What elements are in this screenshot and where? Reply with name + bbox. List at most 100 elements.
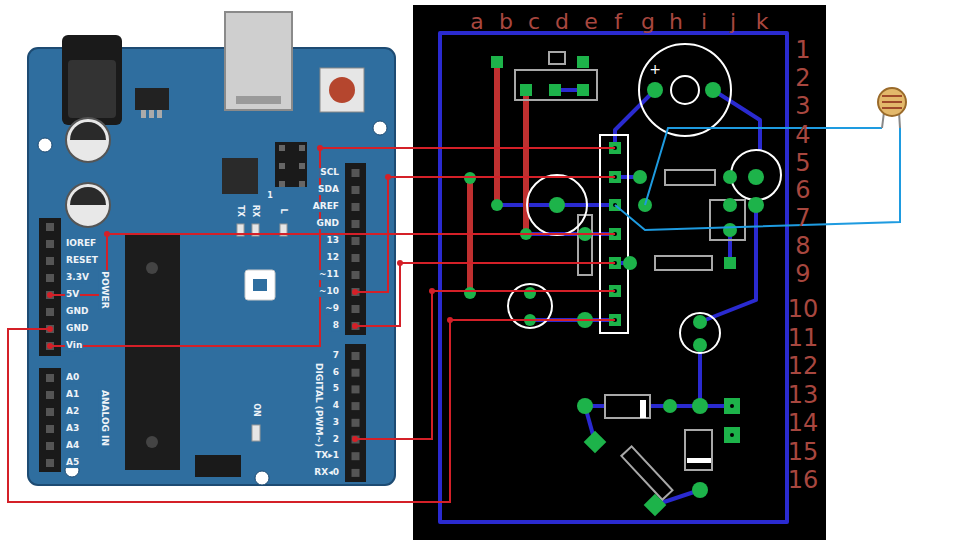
pin-label: GND <box>65 307 89 317</box>
pin-label: RX◂0 <box>313 468 340 478</box>
pin-label: A4 <box>65 441 80 451</box>
analog-header <box>39 368 61 472</box>
header-pin <box>352 271 360 279</box>
pin-label: 3 <box>332 418 340 428</box>
icsp-header <box>195 455 241 477</box>
pin-label: 12 <box>325 253 340 263</box>
pcb-trace <box>440 33 787 522</box>
pin-label: RESET <box>65 256 99 266</box>
column-letter: k <box>756 10 769 34</box>
header-pin <box>352 369 360 377</box>
usb-chip <box>222 158 258 194</box>
header-pin <box>46 257 54 265</box>
pin-label: A1 <box>65 390 80 400</box>
row-number: 10 <box>788 296 819 322</box>
header-pin <box>46 442 54 450</box>
header-pin <box>46 274 54 282</box>
header-pin <box>46 291 54 299</box>
header-pin <box>352 169 360 177</box>
pin-label: IOREF <box>65 239 97 249</box>
pin-label: 6 <box>332 368 340 378</box>
row-number: 6 <box>795 177 810 203</box>
row-number: 15 <box>788 439 819 465</box>
column-letter: j <box>730 10 736 34</box>
header-pin <box>352 469 360 477</box>
header-pin <box>46 325 54 333</box>
capacitor <box>66 183 110 227</box>
pin-label: ~11 <box>318 270 340 280</box>
row-number: 1 <box>795 37 810 63</box>
header-pin <box>352 352 360 360</box>
column-letter: i <box>701 10 707 34</box>
reset-button <box>329 77 355 103</box>
pin-label: Vin <box>65 341 83 351</box>
header-pin <box>352 385 360 393</box>
pin-label: SDA <box>317 185 340 195</box>
column-letter: b <box>499 10 513 34</box>
power-jack <box>68 60 116 118</box>
pin-label: A0 <box>65 373 80 383</box>
row-number: 4 <box>795 122 810 148</box>
column-letter: g <box>641 10 655 34</box>
header-pin <box>46 459 54 467</box>
pcb-ground <box>413 5 826 540</box>
header-pin <box>46 342 54 350</box>
ldr-wire <box>615 128 900 230</box>
icsp-header <box>275 142 307 187</box>
header-title: ANALOG IN <box>99 389 109 447</box>
row-number: 3 <box>795 93 810 119</box>
row-number: 12 <box>788 353 819 379</box>
led <box>252 425 260 441</box>
column-letter: f <box>614 10 622 34</box>
header-title: DIGITAL (PWM~) <box>313 362 323 448</box>
icsp-label: 1 <box>267 192 273 201</box>
usb-connector <box>236 96 281 104</box>
pin-label: ~10 <box>318 287 340 297</box>
header-pin <box>46 223 54 231</box>
atmega-chip <box>125 235 180 470</box>
header-pin <box>46 425 54 433</box>
header-pin <box>352 419 360 427</box>
pin-label: SCL <box>319 168 340 178</box>
pin-label: 5V <box>65 290 80 300</box>
header-pin <box>46 408 54 416</box>
power-jack <box>62 35 122 125</box>
column-letter: c <box>528 10 540 34</box>
header-pin <box>352 452 360 460</box>
column-letter: d <box>555 10 569 34</box>
mounting-hole <box>38 138 52 152</box>
usb-connector <box>225 12 292 110</box>
led-label: L <box>279 208 288 213</box>
wire <box>8 148 615 502</box>
pin-label: TX▸1 <box>314 451 340 461</box>
pin-label: GND <box>316 219 340 229</box>
pin-label: 3.3V <box>65 273 90 283</box>
pin-label: 4 <box>332 401 340 411</box>
header-pin <box>352 254 360 262</box>
header-pin <box>352 220 360 228</box>
logo <box>245 270 275 300</box>
row-number: 8 <box>795 233 810 259</box>
mounting-hole <box>373 121 387 135</box>
header-pin <box>352 203 360 211</box>
header-pin <box>46 374 54 382</box>
component-outline <box>515 52 745 500</box>
pin-label: 8 <box>332 321 340 331</box>
pcb-pad <box>464 56 764 516</box>
row-number: 5 <box>795 150 810 176</box>
header-pin <box>352 237 360 245</box>
header-pin <box>46 391 54 399</box>
led-label: ON <box>252 403 261 417</box>
column-letter: e <box>584 10 598 34</box>
row-number: 2 <box>795 65 810 91</box>
row-number: 9 <box>795 261 810 287</box>
led-label: RX <box>251 205 260 217</box>
reset-button <box>320 68 364 112</box>
pin-label: A5 <box>65 458 80 468</box>
row-number: 11 <box>788 325 819 351</box>
capacitor-outline <box>508 44 781 353</box>
ldr-sensor <box>878 88 906 128</box>
header-title: POWER <box>99 270 109 309</box>
mounting-hole <box>255 471 269 485</box>
